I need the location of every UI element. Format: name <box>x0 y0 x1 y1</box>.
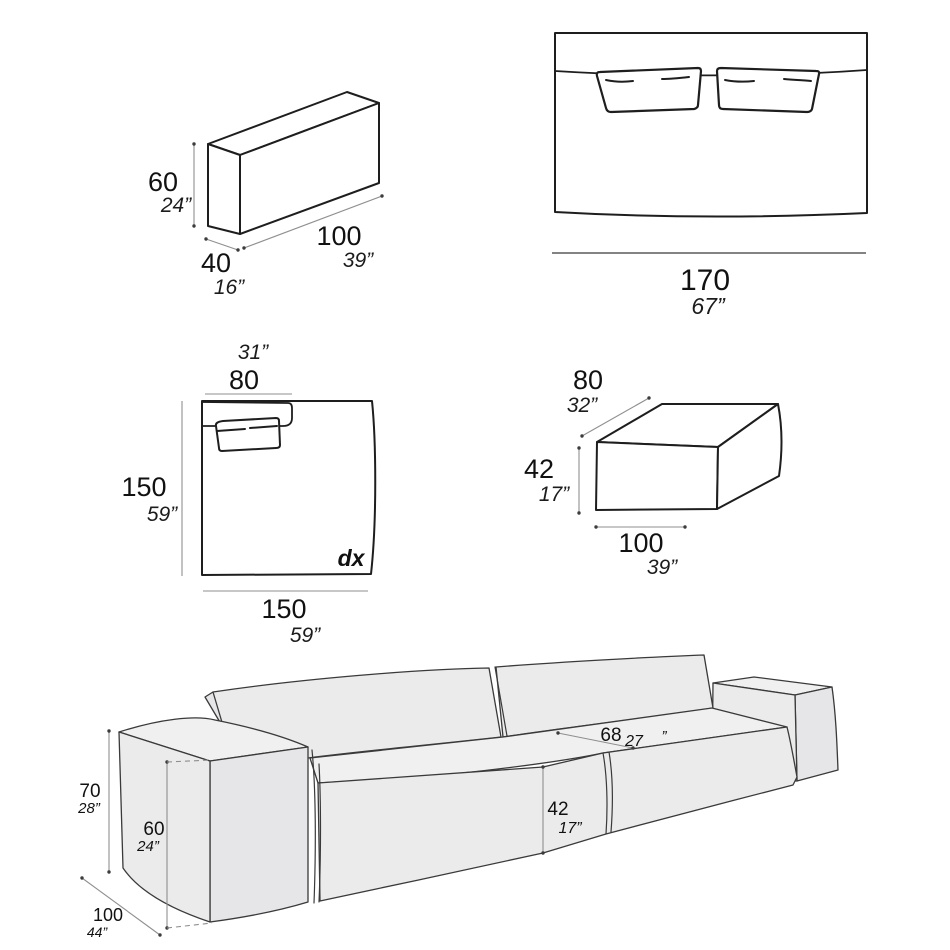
ottoman-width-cm: 100 <box>618 528 663 558</box>
topview-left-cushion-stitch-1 <box>605 79 634 83</box>
sofa-left-arm-side <box>209 746 309 923</box>
sofa-arm-height-dash-top <box>166 759 212 763</box>
sofa-height-cm: 70 <box>79 781 100 802</box>
sofa-seat-depth-dim-line <box>557 732 634 749</box>
sofa-height-in: 28” <box>77 800 101 817</box>
sofa-seat-front <box>317 726 798 902</box>
topview-backrest-line <box>554 69 868 77</box>
figure-corner-plan: 31” 80 150 59” 150 59” dx <box>121 341 377 647</box>
bolster-depth-cm: 40 <box>201 248 231 278</box>
topview-right-cushion-stitch-1 <box>724 79 755 83</box>
bolster-depth-dim-line <box>205 238 239 251</box>
plan-variant-label: dx <box>338 545 366 571</box>
bolster-front-face <box>239 102 380 235</box>
ottoman-top-cm: 80 <box>573 365 603 395</box>
sofa-arm-height-cm: 60 <box>143 819 164 840</box>
bolster-width-in: 39” <box>343 249 374 272</box>
ottoman-side-face <box>716 403 783 510</box>
sofa-arm-height-dash-bottom <box>166 922 213 929</box>
bolster-depth-in: 16” <box>214 276 245 299</box>
plan-top-cm: 80 <box>229 365 259 395</box>
sofa-seat-depth-in: 27 <box>624 733 644 750</box>
figure-sofa-perspective: 70 28” 60 24” 100 44” 68 27 ” 42 17” <box>77 654 839 940</box>
topview-outline <box>554 32 868 218</box>
plan-cushion-stitch-1 <box>216 428 246 432</box>
plan-side-cm: 150 <box>121 472 166 502</box>
sofa-left-arm-front <box>118 731 211 923</box>
plan-side-in: 59” <box>147 503 178 526</box>
sofa-backrest-seam <box>494 666 508 737</box>
topview-width-cm: 170 <box>680 264 730 297</box>
sofa-backrest-left <box>212 667 502 759</box>
sofa-seat-height-in: 17” <box>558 820 582 837</box>
sofa-arm-seat-seam-2 <box>318 763 322 903</box>
sofa-depth-in: 44” <box>87 924 109 940</box>
sofa-depth-dim-line <box>81 877 161 936</box>
plan-cushion-stitch-2 <box>249 425 278 429</box>
sofa-left-arm-top <box>118 717 309 762</box>
sofa-seat-depth-cm: 68 <box>600 725 621 746</box>
sofa-depth-cm: 100 <box>93 905 123 925</box>
plan-top-in: 31” <box>238 341 269 364</box>
bolster-left-face <box>207 143 241 235</box>
sofa-arm-height-in: 24” <box>136 838 160 855</box>
ottoman-width-in: 39” <box>647 556 678 579</box>
figure-ottoman-block: 80 32” 42 17” 100 39” <box>524 365 783 579</box>
ottoman-height-cm: 42 <box>524 454 554 484</box>
figure-sofa-top-view: 170 67” <box>552 32 868 319</box>
bolster-height-in: 24” <box>160 194 192 217</box>
sofa-arm-seat-seam-1 <box>311 749 316 904</box>
plan-bottom-in: 59” <box>290 624 321 647</box>
bolster-width-dim-line <box>243 195 383 249</box>
ottoman-height-in: 17” <box>539 483 570 506</box>
sofa-right-arm-side <box>794 686 839 782</box>
topview-width-in: 67” <box>691 293 726 319</box>
sofa-seat-depth-in-mark: ” <box>662 728 668 745</box>
figure-bolster-block: 60 24” 40 16” 100 39” <box>148 91 384 299</box>
bolster-width-cm: 100 <box>316 221 361 251</box>
plan-cushion <box>214 417 281 452</box>
ottoman-top-dim-line <box>581 397 650 437</box>
plan-bottom-cm: 150 <box>261 594 306 624</box>
sofa-seat-module-seam-right <box>608 751 613 833</box>
ottoman-front-face <box>595 441 719 511</box>
topview-left-cushion-stitch-2 <box>661 76 690 80</box>
bolster-height-cm: 60 <box>148 167 178 197</box>
topview-left-cushion <box>595 66 703 114</box>
topview-right-cushion-stitch-2 <box>783 78 812 82</box>
sofa-seat-height-cm: 42 <box>547 799 568 820</box>
ottoman-top-in: 32” <box>567 394 598 417</box>
plan-backrest <box>201 401 293 427</box>
topview-right-cushion <box>715 66 821 114</box>
sofa-seat-module-seam-left <box>602 752 608 835</box>
